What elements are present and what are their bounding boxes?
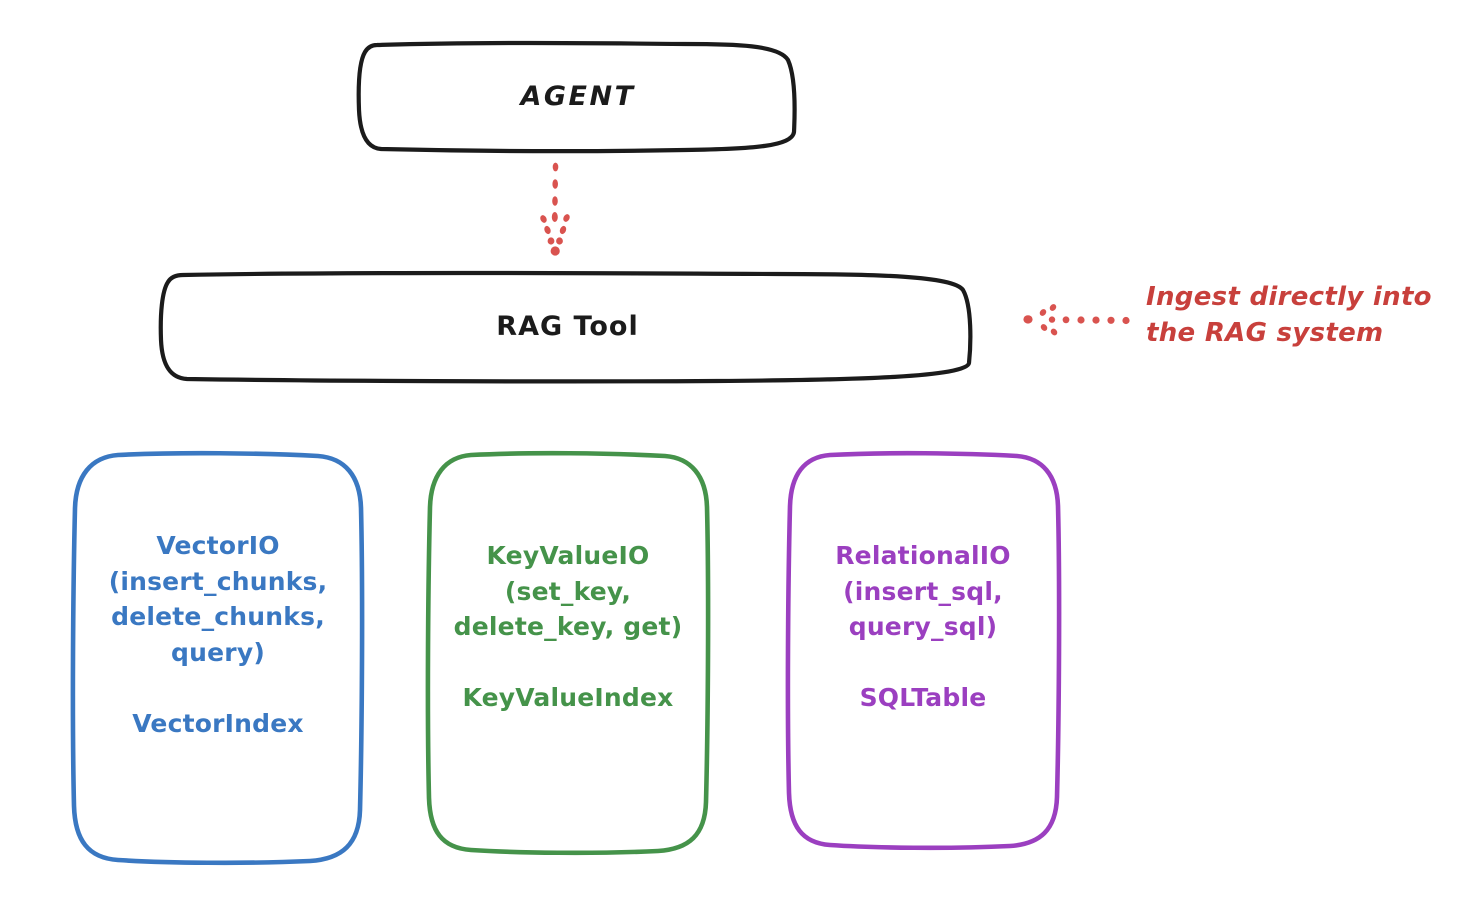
node-vector-io[interactable]: VectorIO (insert_chunks, delete_chunks, … xyxy=(70,450,366,866)
node-agent-label: AGENT xyxy=(520,80,636,112)
node-key-value-io-label: KeyValueIO (set_key, delete_key, get) Ke… xyxy=(453,541,683,712)
connector-agent-to-rag-tool xyxy=(540,162,570,256)
node-key-value-io[interactable]: KeyValueIO (set_key, delete_key, get) Ke… xyxy=(425,450,711,856)
connector-ingest-arrow xyxy=(1023,304,1130,336)
node-agent[interactable]: AGENT xyxy=(355,40,801,154)
node-rag-tool-label: RAG Tool xyxy=(496,311,639,343)
node-rag-tool[interactable]: RAG Tool xyxy=(157,270,978,384)
annotation-ingest-text: Ingest directly into the RAG system xyxy=(1146,282,1432,348)
annotation-ingest: Ingest directly into the RAG system xyxy=(1146,280,1476,352)
node-relational-io-label: RelationalIO (insert_sql, query_sql) SQL… xyxy=(835,541,1011,712)
node-vector-io-label: VectorIO (insert_chunks, delete_chunks, … xyxy=(108,531,328,738)
node-relational-io[interactable]: RelationalIO (insert_sql, query_sql) SQL… xyxy=(785,450,1062,851)
